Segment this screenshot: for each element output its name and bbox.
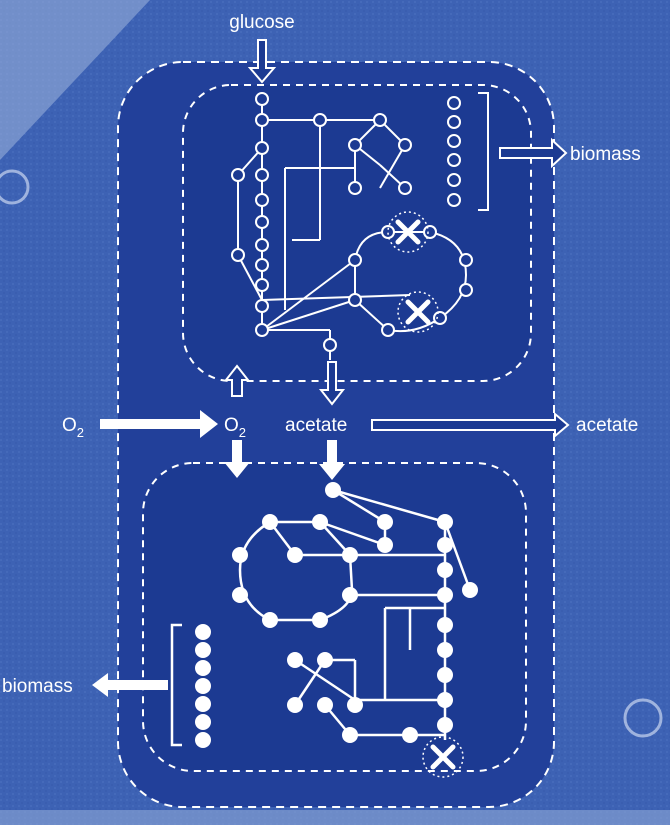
bottom-texture (0, 810, 670, 825)
acetate-export-arrow (371, 411, 570, 439)
acetate-out-arrow (318, 361, 346, 406)
biomass-stack-top (447, 92, 489, 211)
o2-label-left: O2 (62, 415, 84, 440)
biomass-out-arrow-bottom (92, 673, 168, 697)
knockout-icon (387, 211, 429, 253)
glucose-arrow (247, 39, 277, 84)
top-network (237, 98, 468, 360)
o2-left-symbol: O (62, 415, 77, 436)
acetate-in-arrow (319, 440, 345, 480)
o2-label-center: O2 (224, 415, 246, 440)
o2-in-arrow (100, 410, 218, 438)
o2-left-subscript: 2 (77, 425, 84, 440)
top-network-nodes (231, 92, 473, 352)
ring-icon (0, 169, 30, 205)
glucose-label: glucose (229, 12, 295, 33)
o2-center-symbol: O (224, 415, 239, 436)
o2-down-arrow (224, 440, 250, 478)
acetate-label-right: acetate (576, 415, 638, 436)
biomass-label-top: biomass (570, 144, 641, 165)
bottom-cell (142, 462, 527, 772)
top-cell (182, 84, 532, 382)
ring-icon (623, 698, 663, 738)
biomass-label-bottom: biomass (2, 676, 73, 697)
acetate-label-center: acetate (285, 415, 347, 436)
o2-up-arrow (223, 364, 251, 397)
bottom-network-nodes (232, 482, 478, 743)
corner-texture (0, 0, 150, 160)
biomass-stack-bottom (170, 623, 211, 748)
biomass-out-arrow-top (499, 137, 568, 169)
knockout-icon (422, 736, 464, 778)
o2-center-subscript: 2 (239, 425, 246, 440)
knockout-icon (397, 291, 439, 333)
